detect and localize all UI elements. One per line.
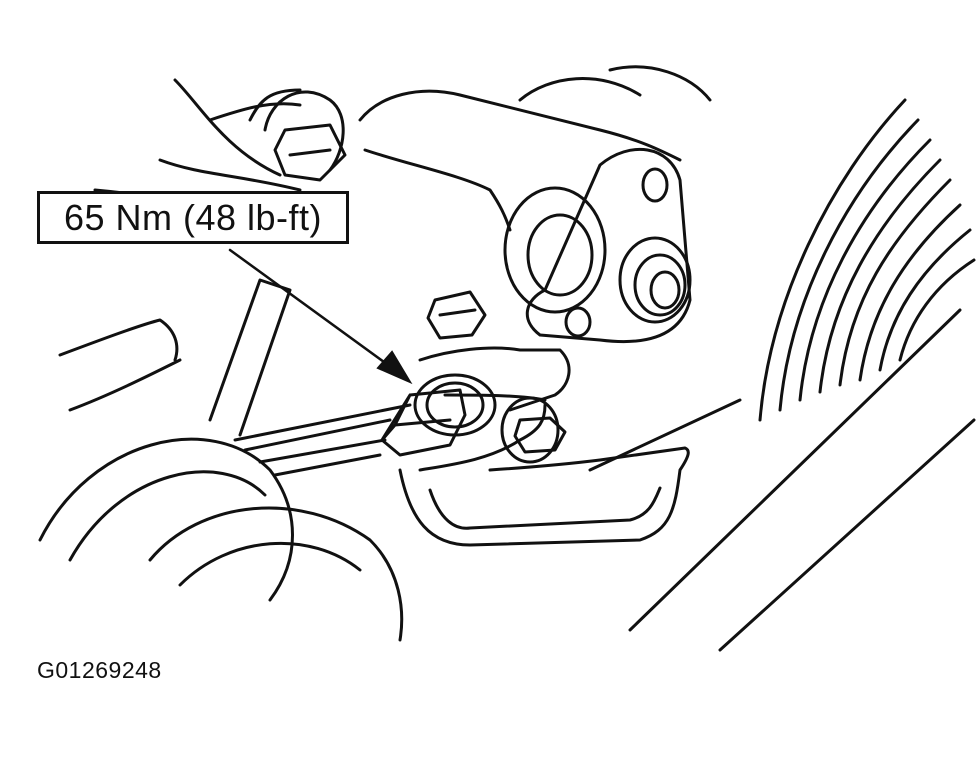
pulley-ring-4 bbox=[838, 178, 952, 387]
square-drive bbox=[380, 388, 467, 457]
bushing-outer bbox=[503, 186, 607, 314]
pulley-ring-6 bbox=[878, 228, 972, 372]
pulley-ring-1 bbox=[778, 118, 920, 412]
line-art bbox=[38, 65, 976, 652]
pulley-outer bbox=[758, 98, 907, 422]
lower-bracket bbox=[398, 446, 690, 547]
lower-left-pulley-ring bbox=[68, 470, 267, 562]
figure-id: G01269248 bbox=[37, 657, 162, 683]
bracket-upper-edge bbox=[363, 148, 512, 232]
hex-bolt-icon bbox=[513, 416, 567, 454]
leader-line bbox=[228, 248, 397, 372]
belt-line-3 bbox=[588, 398, 742, 472]
lower-left-pulley-hub bbox=[148, 506, 404, 642]
left-hose-body bbox=[68, 358, 182, 412]
pulley-ring-3 bbox=[818, 158, 942, 394]
pulley-ring-2 bbox=[798, 138, 932, 402]
left-hose-top bbox=[58, 318, 179, 362]
pulley-ring-5 bbox=[858, 203, 962, 382]
bushing-inner bbox=[526, 213, 594, 297]
flange-hole-top bbox=[641, 167, 669, 203]
torque-spec-label: 65 Nm (48 lb-ft) bbox=[37, 191, 349, 244]
adjuster-nut-inner bbox=[425, 381, 485, 429]
belt-line-1 bbox=[628, 308, 962, 632]
flange-hole-bottom bbox=[564, 306, 592, 338]
lower-bolt-washer bbox=[500, 396, 560, 464]
pulley-ring-7 bbox=[898, 258, 976, 362]
bracket-upper-body bbox=[358, 89, 682, 162]
hex-bolt-icon bbox=[273, 123, 347, 182]
belt-line-2 bbox=[718, 418, 976, 652]
flange-bolt-head bbox=[649, 270, 681, 310]
lower-bracket-inner bbox=[428, 486, 662, 530]
upper-left-casting bbox=[158, 78, 302, 192]
lower-left-pulley-inner bbox=[178, 541, 362, 587]
lower-left-pulley-outer bbox=[38, 437, 294, 602]
arrow-icon bbox=[376, 350, 413, 385]
left-bracket-strut bbox=[208, 278, 292, 437]
flange-bolt-washer bbox=[633, 253, 687, 317]
top-bolt bbox=[263, 90, 347, 182]
flange-bolt-outer bbox=[618, 236, 692, 324]
bracket-rib bbox=[518, 65, 712, 102]
mounting-flange bbox=[525, 148, 692, 344]
hex-bolt-icon bbox=[426, 290, 487, 340]
tensioner-fan-lines bbox=[233, 403, 412, 477]
